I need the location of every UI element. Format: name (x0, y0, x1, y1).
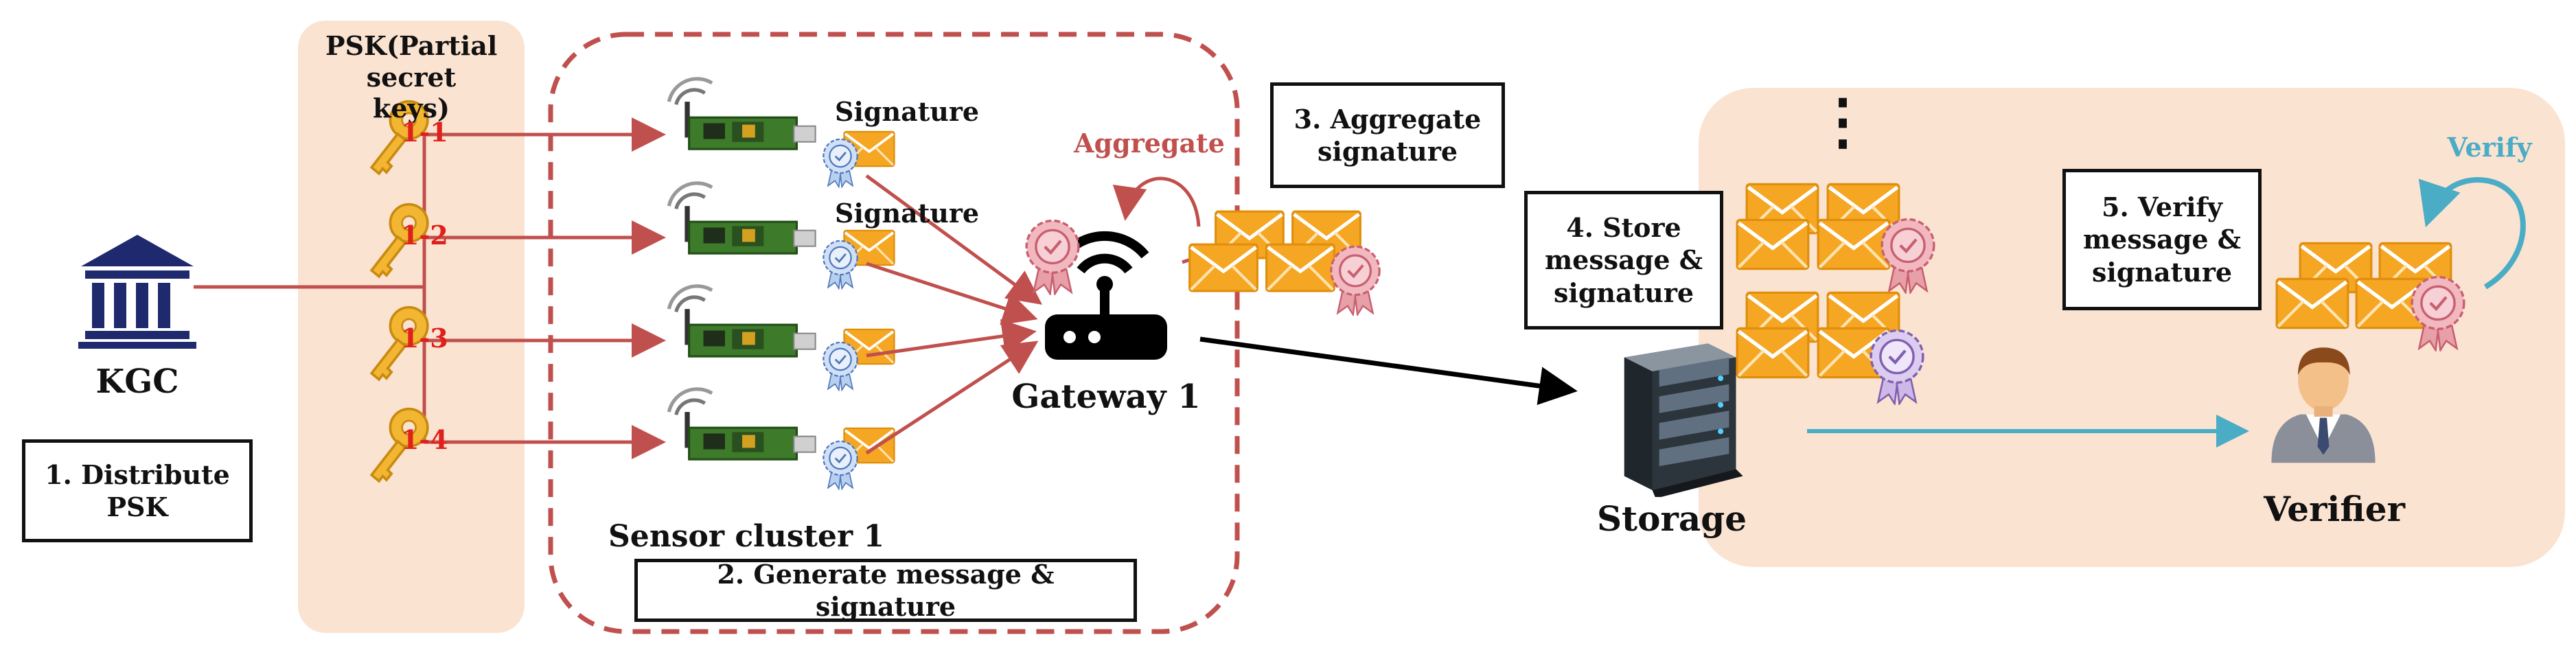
storage-label: Storage (1596, 498, 1747, 539)
sensor-icon-1 (669, 79, 815, 149)
step-3-aggregate-box: 3. Aggregate signature (1270, 82, 1505, 188)
router-icon (1045, 231, 1167, 360)
key-label-1: 1-1 (401, 117, 448, 148)
sensor-icon-4 (669, 389, 815, 459)
aggregate-curve-arrow (1112, 176, 1201, 227)
sensor-icon-3 (669, 286, 815, 356)
sensor-seal-2 (822, 240, 859, 290)
kgc-building-icon (78, 235, 196, 349)
aggregated-signature-bundle (1190, 211, 1381, 316)
verify-label: Verify (2447, 132, 2532, 163)
signature-label-1: Signature (835, 96, 980, 127)
sensor-cluster-label: Sensor cluster 1 (608, 519, 885, 554)
gateway-to-storage-arrow (1199, 336, 1578, 405)
sensor-cluster-boundary (548, 32, 1240, 634)
sensor-to-gateway-arrow-2 (866, 262, 1038, 325)
gateway-seal (1026, 221, 1079, 294)
aggregate-label: Aggregate (1074, 128, 1225, 159)
signature-label-2: Signature (835, 198, 980, 229)
sensor-to-gateway-arrow-1 (865, 174, 1043, 305)
key-label-2: 1-2 (401, 220, 448, 251)
gateway-label: Gateway 1 (1011, 378, 1201, 416)
sensor-seal-4 (822, 440, 859, 490)
step-5-verify-box: 5. Verify message & signature (2062, 169, 2262, 310)
kgc-label: KGC (95, 362, 179, 401)
step-4-store-box: 4. Store message & signature (1524, 191, 1723, 330)
storage-server-icon (1624, 343, 1743, 497)
sensor-to-gateway-arrow-4 (865, 340, 1039, 455)
psk-panel-title: PSK(Partial secret keys) (325, 30, 498, 124)
sensor-seal-3 (822, 341, 859, 391)
ellipsis-dots: ⋮ (1813, 85, 1873, 157)
verifier-label: Verifier (2264, 489, 2405, 529)
sensor-seal-1 (822, 138, 859, 188)
key-label-3: 1-3 (401, 323, 448, 354)
verify-loop-arrow (2418, 176, 2526, 290)
sensor-to-gateway-arrow-3 (866, 319, 1037, 358)
key-label-4: 1-4 (401, 424, 448, 455)
sensor-icon-2 (669, 183, 815, 253)
step-2-generate-box: 2. Generate message & signature (634, 559, 1137, 622)
step-1-distribute-box: 1. Distribute PSK (22, 439, 253, 542)
